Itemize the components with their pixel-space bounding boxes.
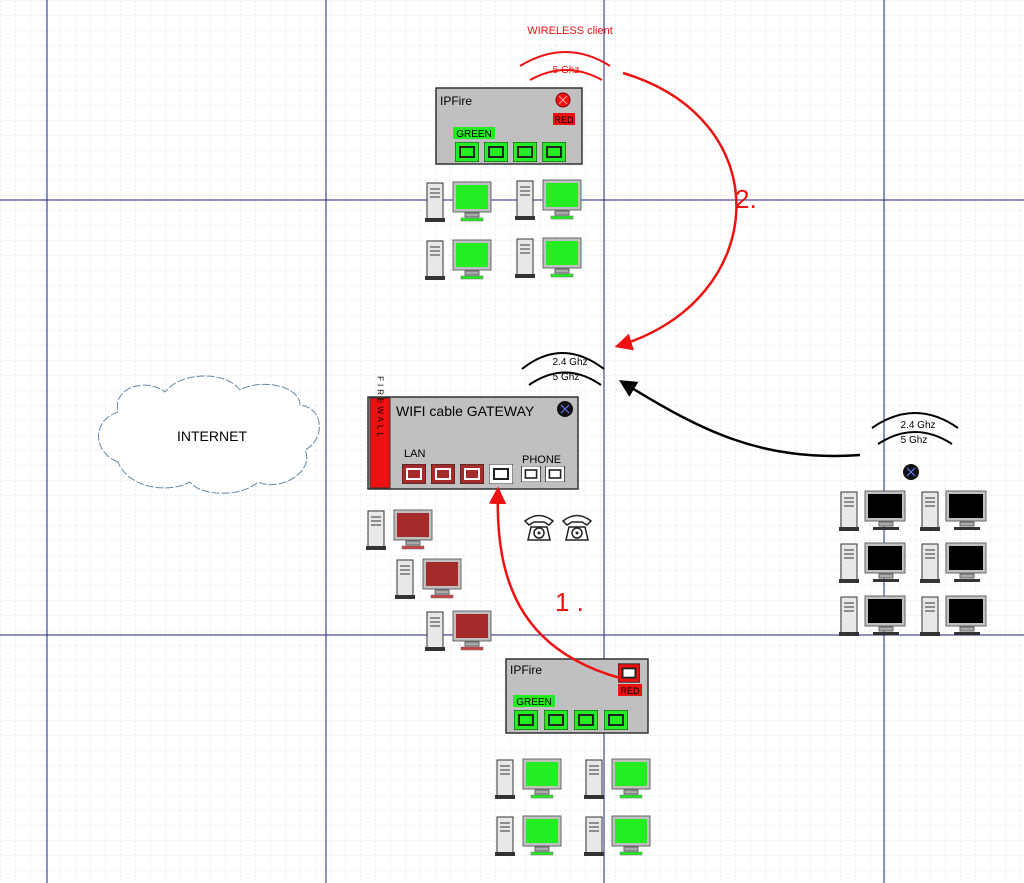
ethernet-port-icon[interactable] (513, 142, 537, 162)
top-ipfire-green-label: GREEN (456, 129, 492, 140)
wifi-cable-gateway-box[interactable]: FIREWALL WIFI cable GATEWAY LAN PHONE (367, 376, 579, 490)
ethernet-port-icon[interactable] (431, 464, 455, 484)
wifi-waves-icon (521, 352, 605, 386)
wireless-client-label: WIRELESS client (527, 25, 613, 37)
gateway-band-24: 2.4 Ghz (552, 357, 587, 368)
step-2-label: 2. (735, 184, 757, 214)
phone-port-icon[interactable] (545, 466, 565, 482)
top-ipfire-box[interactable]: IPFire RED GREEN (435, 87, 583, 165)
ethernet-port-icon[interactable] (460, 464, 484, 484)
bottom-ipfire-red-label: RED (620, 686, 640, 696)
top-ipfire-title: IPFire (440, 94, 472, 108)
ethernet-port-icon[interactable] (618, 663, 640, 683)
wifi-waves-icon (519, 51, 611, 81)
ethernet-port-icon[interactable] (544, 710, 568, 730)
wifi-waves-icon (871, 412, 959, 445)
gateway-phone-label: PHONE (522, 454, 561, 466)
gateway-lan-label: LAN (404, 448, 425, 460)
right-ap-band-5: 5 Ghz (901, 435, 928, 446)
right-ap-band-24: 2.4 Ghz (900, 420, 935, 431)
ethernet-port-icon[interactable] (455, 142, 479, 162)
bottom-ipfire-title: IPFire (510, 663, 542, 677)
gateway-title: WIFI cable GATEWAY (396, 403, 535, 419)
firewall-strip (369, 397, 391, 489)
wireless-link-arrow (619, 380, 861, 458)
bottom-ipfire-green-label: GREEN (516, 697, 552, 708)
cloud-icon[interactable] (98, 375, 320, 494)
top-ipfire-red-label: RED (554, 115, 574, 125)
internet-label: INTERNET (177, 428, 247, 444)
ethernet-port-icon[interactable] (489, 464, 513, 484)
phone-port-icon[interactable] (521, 466, 541, 482)
firewall-label: FIREWALL (376, 376, 385, 440)
ethernet-port-icon[interactable] (402, 464, 426, 484)
ethernet-port-icon[interactable] (514, 710, 538, 730)
ethernet-port-icon[interactable] (604, 710, 628, 730)
step-2-arrow (614, 71, 738, 351)
ethernet-port-icon[interactable] (574, 710, 598, 730)
step-1-label: 1 . (555, 587, 584, 617)
step-1-arrow (488, 486, 621, 680)
gateway-band-5: 5 Ghz (553, 372, 580, 383)
ethernet-port-icon[interactable] (484, 142, 508, 162)
ethernet-port-icon[interactable] (542, 142, 566, 162)
wireless-client-band: 5 Ghz (553, 65, 580, 76)
bottom-ipfire-box[interactable]: IPFire RED GREEN (505, 658, 649, 734)
